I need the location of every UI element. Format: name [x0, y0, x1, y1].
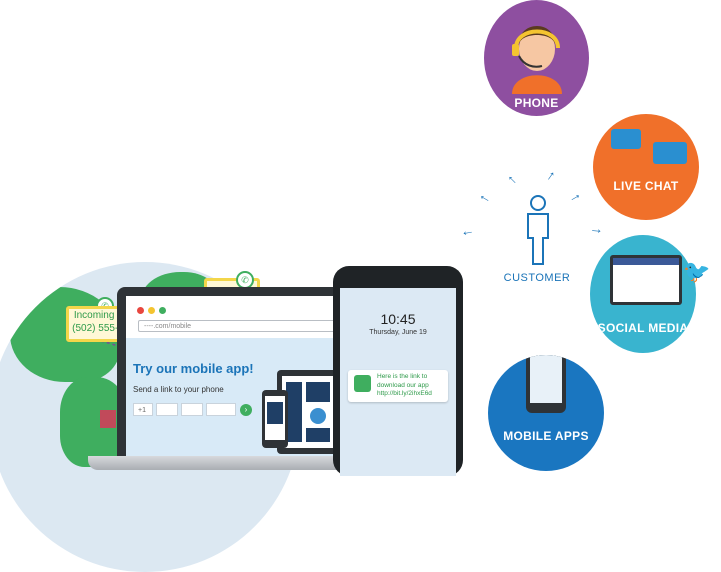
country-code-input[interactable]: +1 — [133, 403, 153, 416]
notification-line-1: Here is the link to — [377, 373, 428, 380]
social-media-channel-label: SOCIAL MEDIA — [597, 321, 689, 335]
phone-area-input[interactable] — [156, 403, 178, 416]
app-phone-icon — [526, 355, 566, 413]
message-icon — [354, 375, 371, 392]
arrow-icon: ↑ — [589, 226, 606, 236]
arrow-icon: ↑ — [567, 189, 586, 205]
laptop-base — [88, 456, 393, 470]
arrow-icon: ↑ — [503, 170, 520, 188]
person-icon — [527, 195, 549, 265]
send-link-button[interactable]: › — [240, 404, 252, 416]
callout-line-1: Incoming c — [73, 310, 123, 321]
laptop-icon — [610, 255, 682, 305]
phone-line-input[interactable] — [206, 403, 236, 416]
building-icon — [100, 410, 116, 428]
phone-channel-circle[interactable]: PHONE — [484, 0, 589, 116]
phone-channel-label: PHONE — [514, 96, 559, 110]
browser-url-bar[interactable]: ----.com/mobile — [138, 320, 338, 332]
chat-bubble-icon — [611, 129, 641, 149]
phone-prefix-input[interactable] — [181, 403, 203, 416]
tablet-screen — [282, 376, 334, 448]
site-subtitle: Send a link to your phone — [133, 385, 224, 394]
notification-line-3: http://bit.ly/2ihxE6d — [377, 390, 432, 397]
twitter-icon: 🐦 — [683, 259, 711, 284]
lock-screen-date: Thursday, June 19 — [369, 329, 427, 336]
notification-line-2: download our app — [377, 381, 429, 389]
callout-line-2: (502) 555-0 — [72, 323, 124, 334]
lock-screen-time: 10:45 — [380, 311, 416, 327]
arrow-icon: ↑ — [458, 228, 475, 238]
window-maximize-dot[interactable] — [159, 307, 166, 314]
mobile-apps-channel-circle[interactable]: MOBILE APPS — [488, 355, 604, 471]
small-phone-screen — [265, 396, 285, 440]
chat-bubble-icon — [653, 142, 687, 164]
arrow-icon: ↑ — [474, 190, 493, 206]
live-chat-channel-circle[interactable]: LIVE CHAT — [593, 114, 699, 220]
site-title: Try our mobile app! — [133, 361, 254, 376]
window-close-dot[interactable] — [137, 307, 144, 314]
notification-text: Here is the link to download our app htt… — [377, 373, 447, 399]
live-chat-channel-label: LIVE CHAT — [613, 179, 679, 193]
window-minimize-dot[interactable] — [148, 307, 155, 314]
mobile-apps-channel-label: MOBILE APPS — [503, 429, 589, 443]
social-media-channel-circle[interactable]: SOCIAL MEDIA — [590, 235, 696, 353]
arrow-icon: ↑ — [544, 166, 559, 184]
agent-headset-icon — [512, 26, 562, 94]
customer-label: CUSTOMER — [503, 272, 571, 284]
